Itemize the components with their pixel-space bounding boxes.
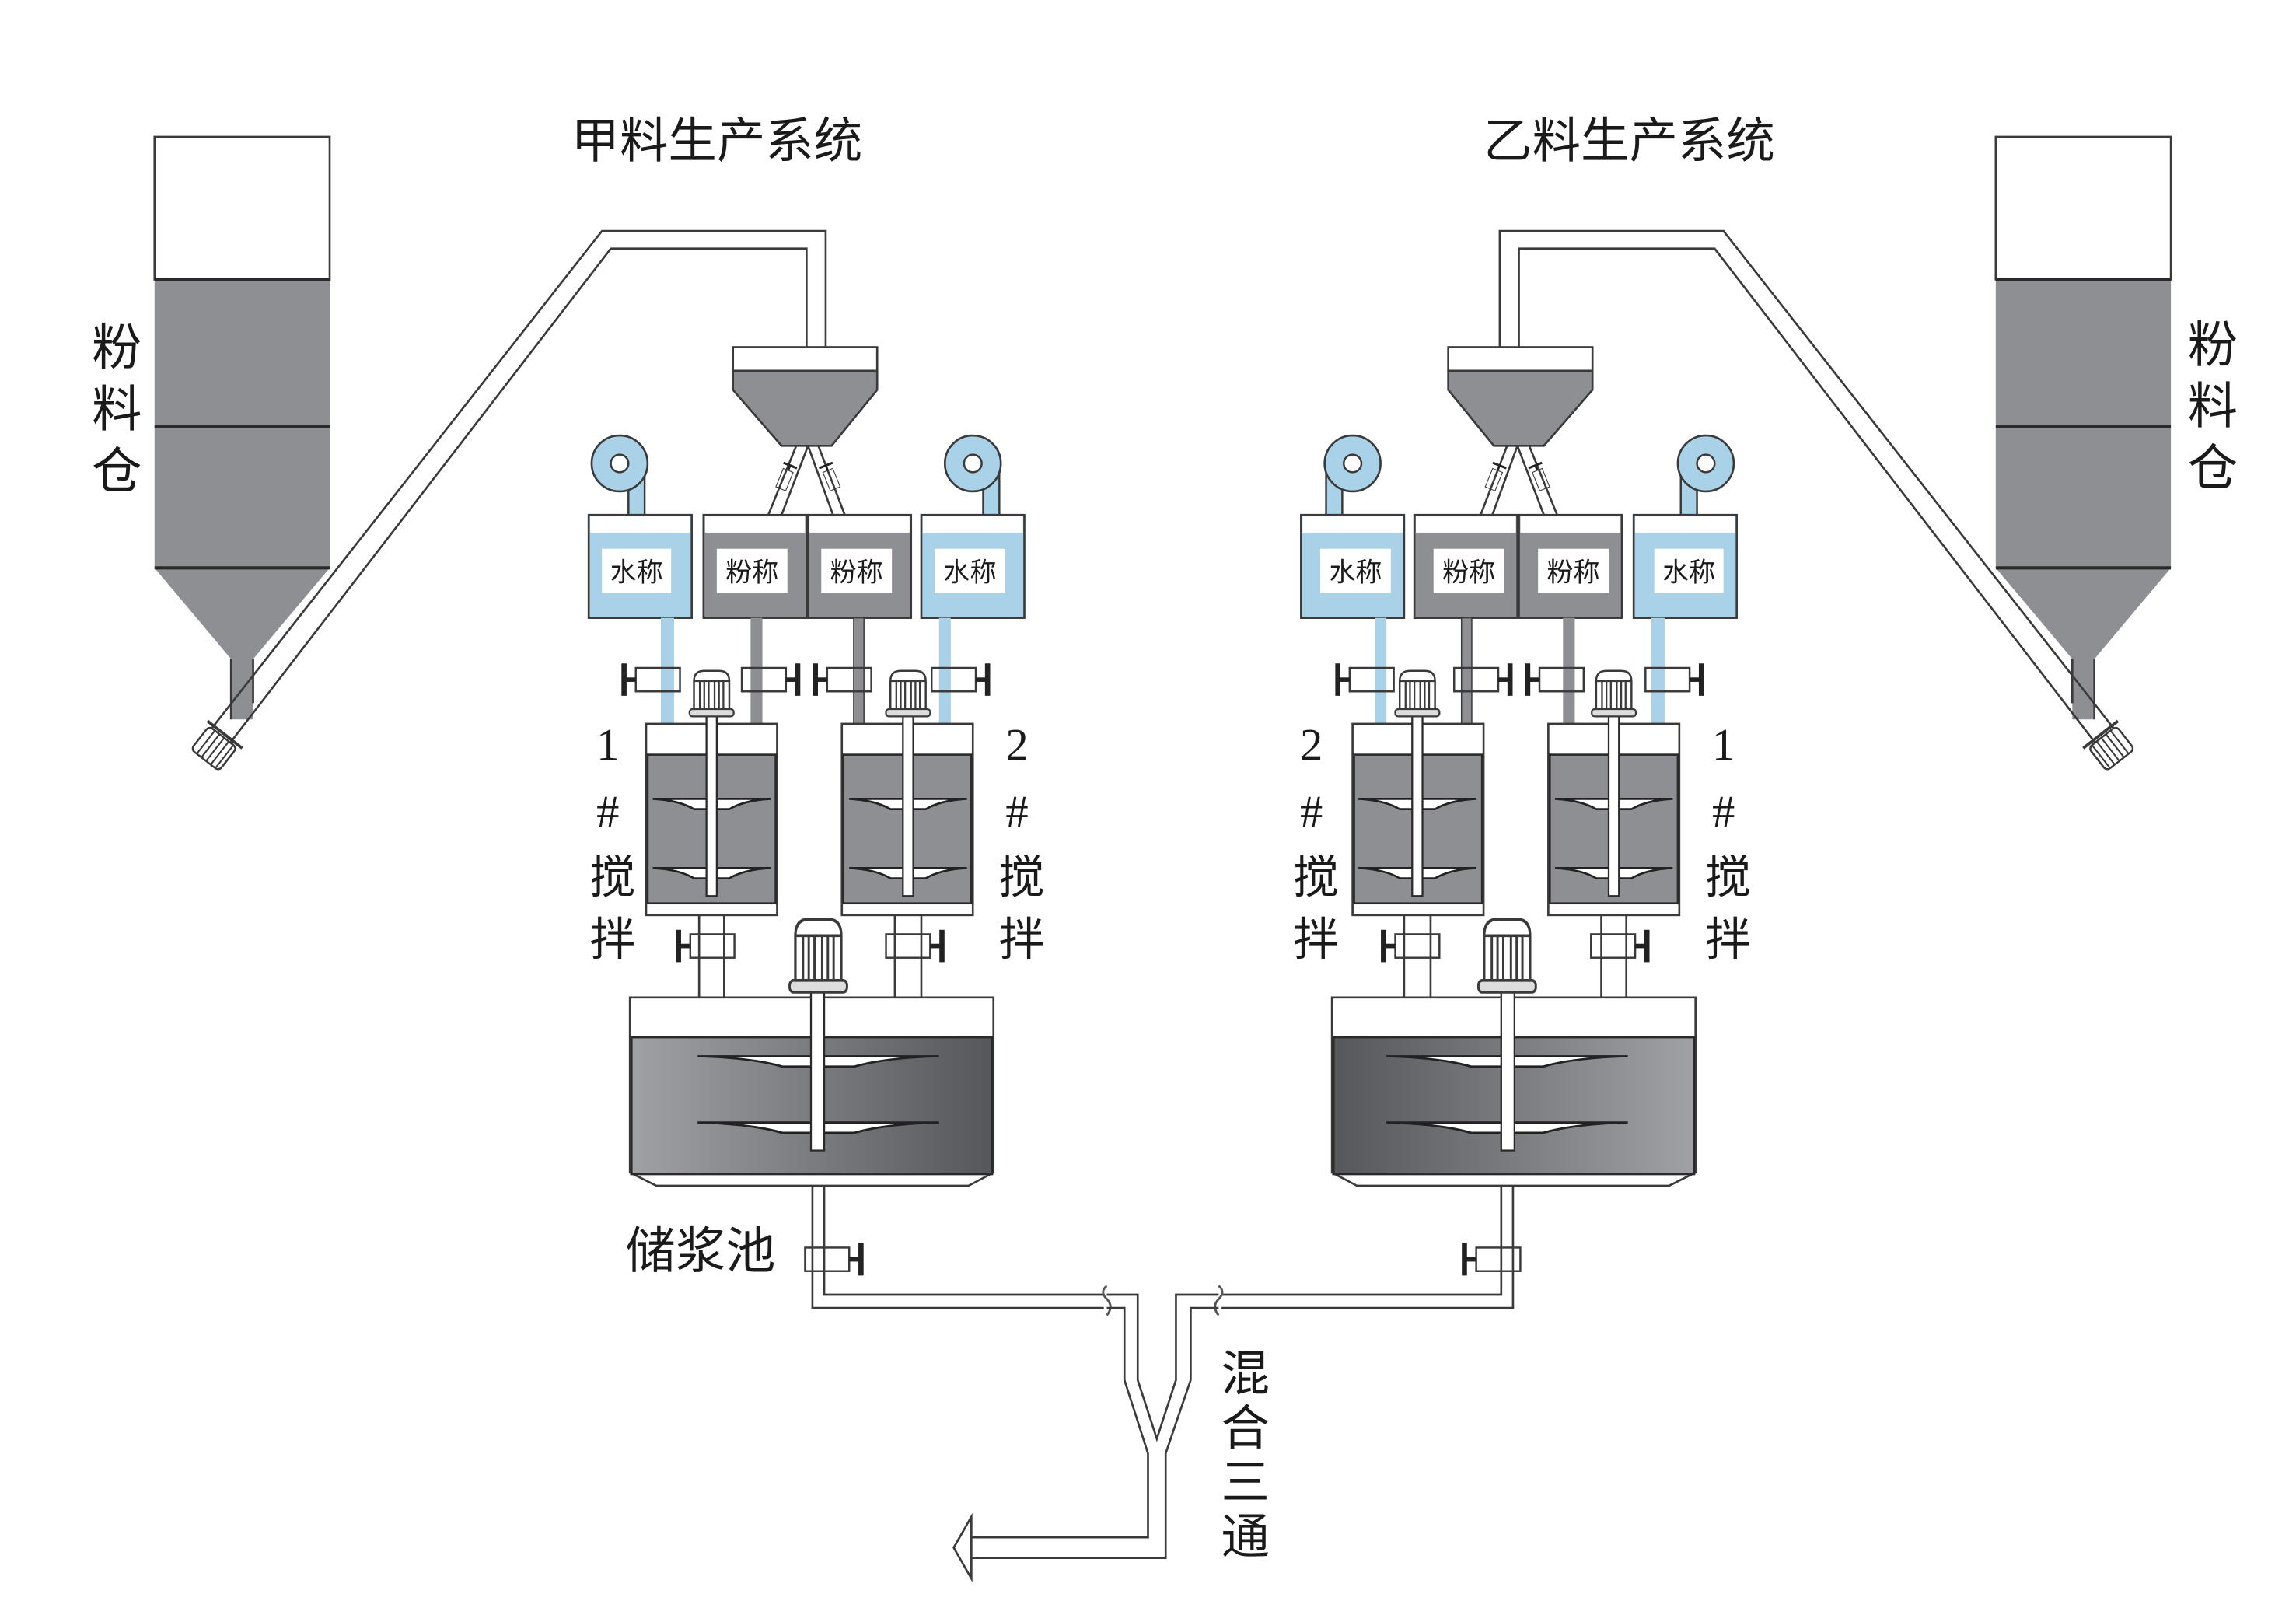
system-a-title: 甲料生产系统 — [571, 114, 863, 168]
system-b-equipment — [1215, 137, 2171, 1316]
system-a-mixer-1-label: 1#搅拌 — [582, 719, 634, 977]
system-a-powder-scale-1: 粉称 — [725, 558, 778, 587]
system-a-water-scale-1: 水称 — [610, 558, 663, 587]
system-a-silo-label: 粉料仓 — [84, 320, 141, 505]
system-b-title: 乙料生产系统 — [1483, 114, 1775, 168]
system-b-powder-scale-1: 粉称 — [1442, 558, 1495, 587]
system-b-silo-label: 粉料仓 — [2180, 318, 2237, 503]
system-a-powder-scale-2: 粉称 — [830, 558, 883, 587]
system-b-water-scale-2: 水称 — [1662, 558, 1715, 587]
system-a-mixer-2-label: 2#搅拌 — [992, 719, 1043, 977]
system-a-water-scale-2: 水称 — [943, 558, 996, 587]
mixing-tee-label: 混合三通 — [1214, 1348, 1268, 1565]
system-b-water-scale-1: 水称 — [1329, 558, 1382, 587]
storage-tank-label: 储浆池 — [626, 1224, 776, 1279]
system-b-mixer-1-label: 1#搅拌 — [1698, 719, 1749, 977]
outflow-arrow-icon — [952, 1512, 973, 1583]
system-b-mixer-2-label: 2#搅拌 — [1286, 719, 1337, 977]
mixing-tee — [952, 1293, 1219, 1583]
system-b-powder-scale-2: 粉称 — [1546, 558, 1599, 587]
